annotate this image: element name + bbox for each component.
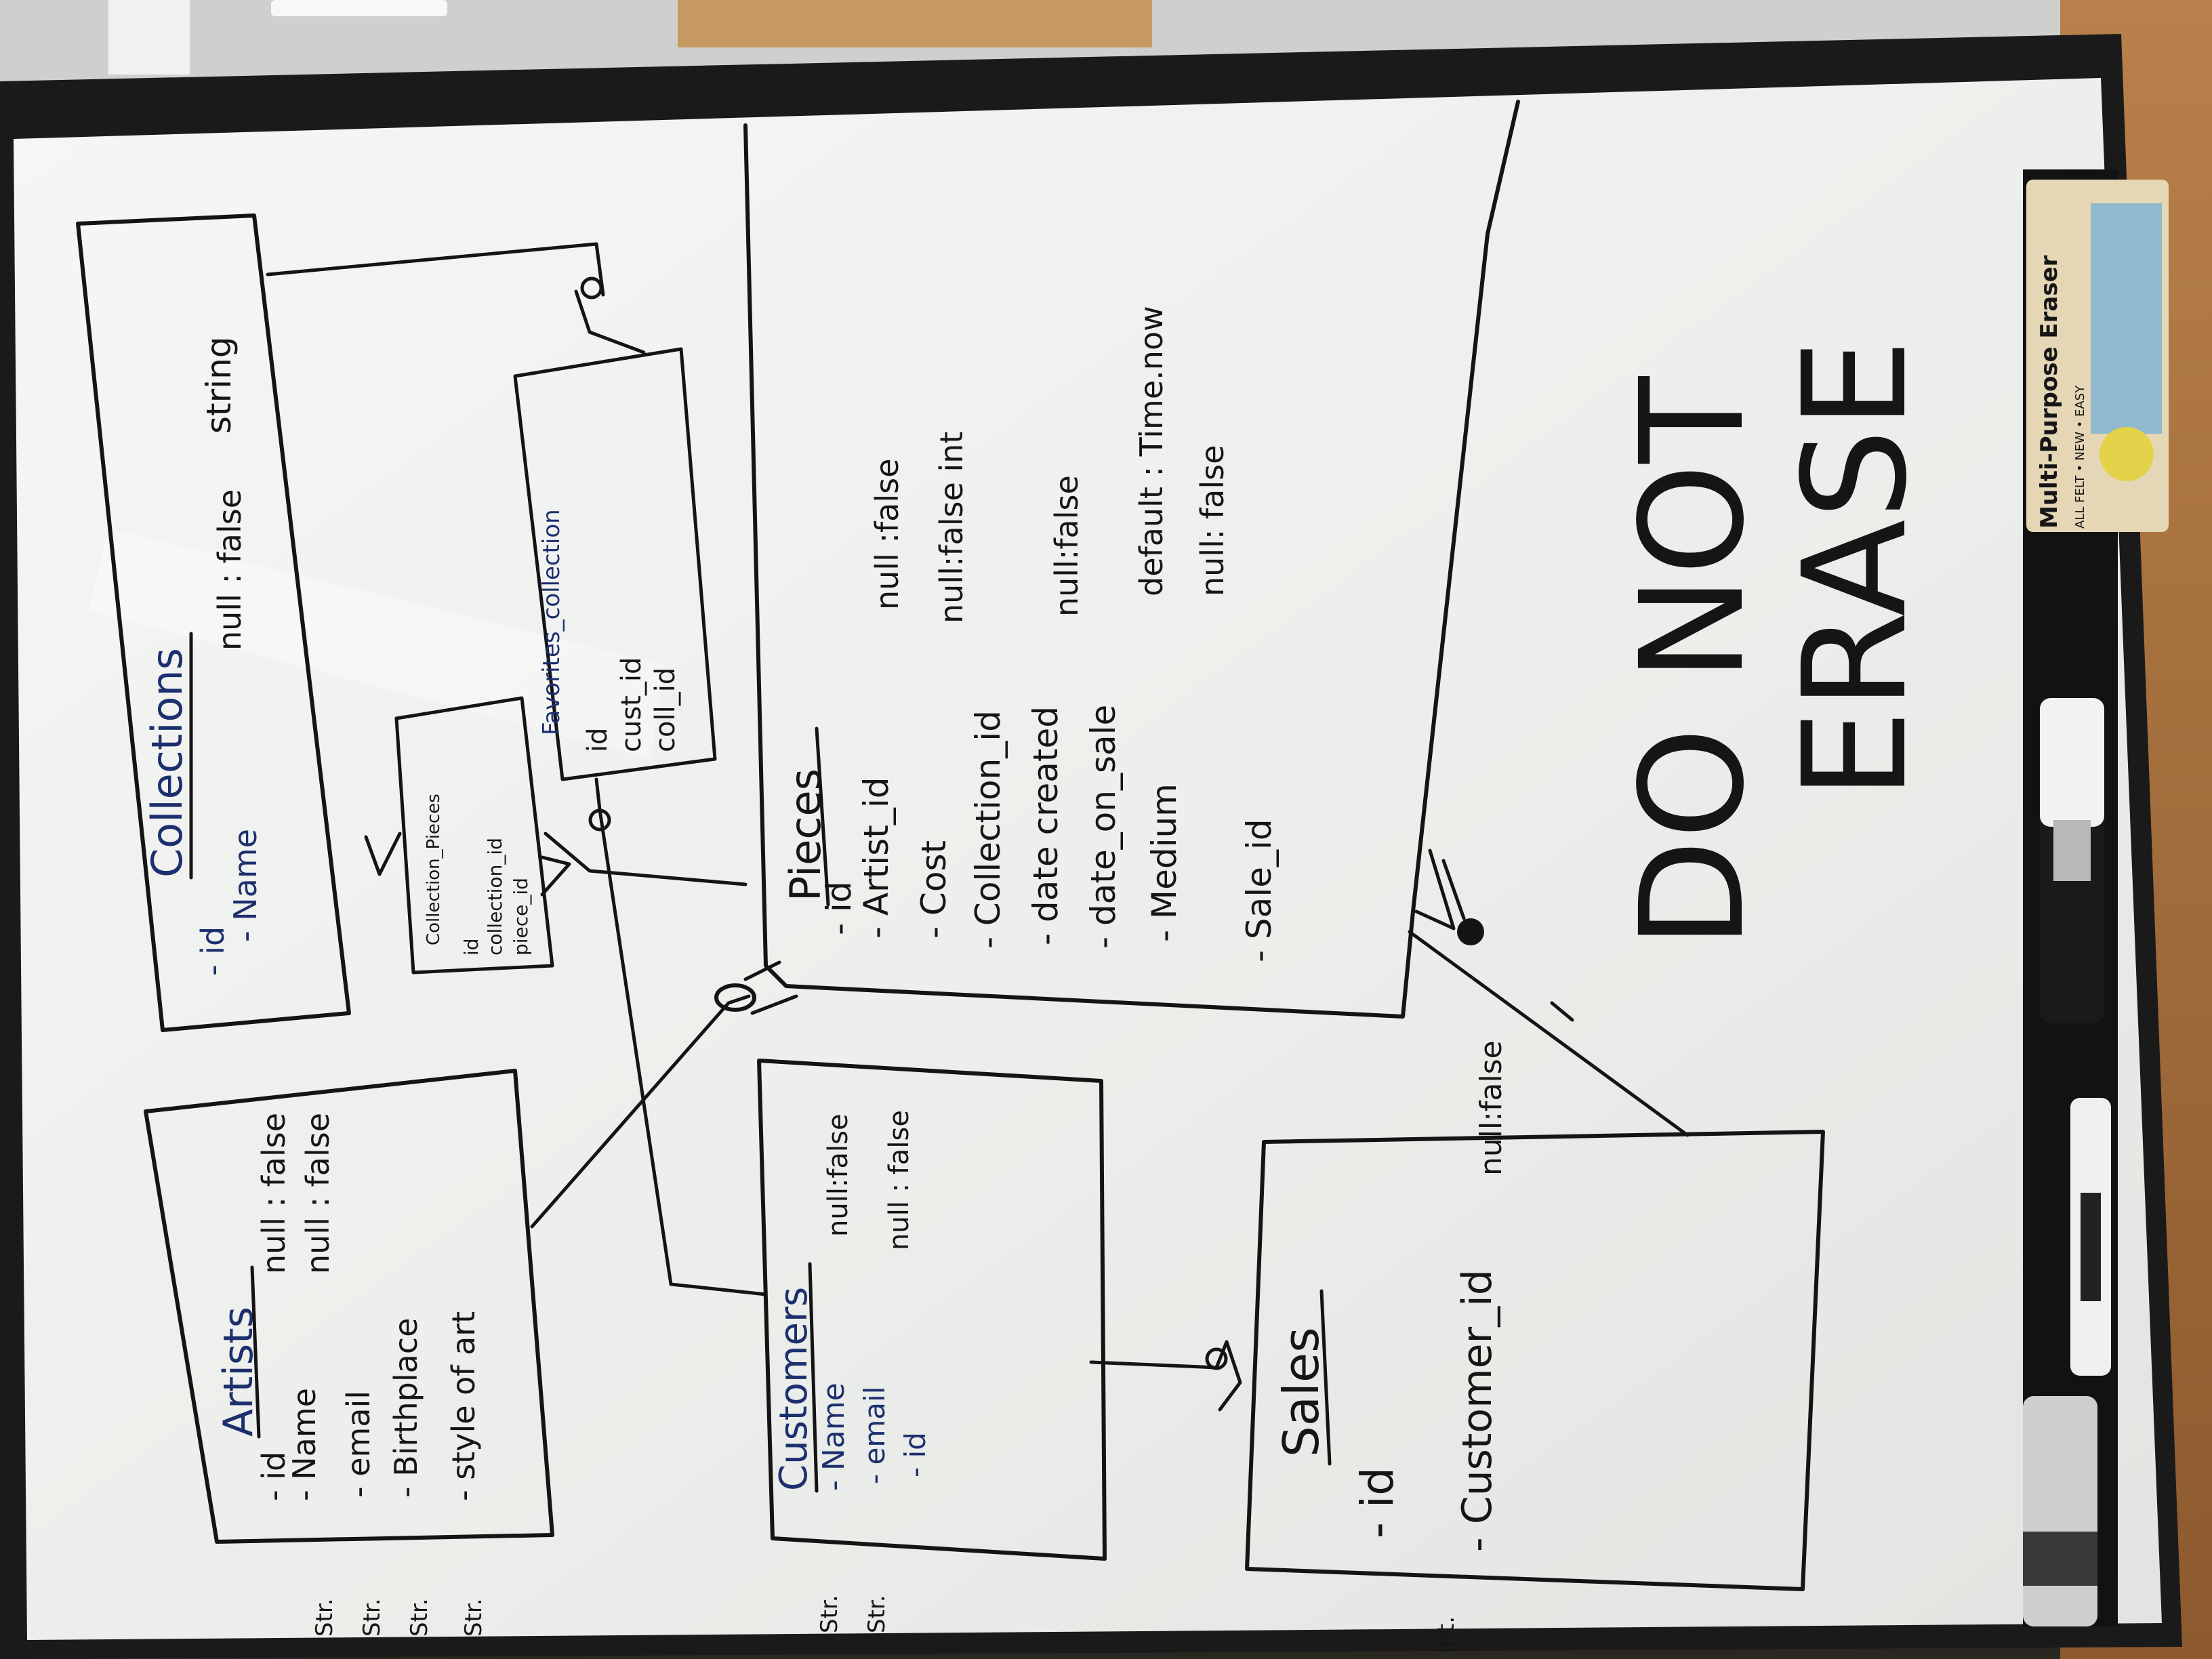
collections-table: Collections - id - Name null : false str… <box>76 213 351 1032</box>
ceiling-light <box>271 0 447 16</box>
customers-table: Customers - Name - email - id null:false… <box>757 1059 1107 1633</box>
artists-attr: - Birthplace <box>388 1318 424 1498</box>
pieces-attr: - date created <box>1026 706 1065 945</box>
sales-type: int. <box>1433 1616 1460 1654</box>
artists-type: Str. <box>460 1598 487 1637</box>
customers-type: Str. <box>863 1595 890 1633</box>
favorites-attr: cust_id <box>616 657 647 752</box>
ceiling-light <box>108 0 190 75</box>
eraser: Multi-Purpose Eraser ALL FELT • NEW • EA… <box>2026 180 2169 532</box>
marker-silver <box>2023 1396 2097 1626</box>
favorites-attr: id <box>582 727 613 752</box>
artists-table: Artists - id - Name - email - Birthplace… <box>144 1069 554 1637</box>
collections-attr: - Name <box>227 829 264 942</box>
pieces-constraint: default : Time.now <box>1133 306 1170 596</box>
customers-constraint: null:false <box>823 1113 854 1237</box>
collections-attr: - id <box>194 926 231 976</box>
pieces-constraint: null:false <box>1048 475 1085 617</box>
collections-constraint: null : false <box>211 489 248 651</box>
sales-attr: - id <box>1351 1467 1404 1538</box>
pieces-constraint: null: false <box>1194 445 1231 596</box>
customers-constraint: null : false <box>884 1110 915 1250</box>
customers-title: Customers <box>772 1287 816 1491</box>
artists-attr: - email <box>340 1391 377 1498</box>
artists-type: Str. <box>406 1598 433 1637</box>
favorites-table: Favorites_collection id cust_id coll_id <box>513 347 717 781</box>
glare <box>88 529 664 759</box>
pieces-attr: - id <box>819 881 859 935</box>
collection-pieces-title: Collection_Pieces <box>424 794 444 945</box>
customers-attr: - Name <box>817 1382 851 1491</box>
customers-attr: - id <box>899 1432 932 1477</box>
collections-title: Collections <box>142 648 192 878</box>
pieces-attr: - Medium <box>1145 783 1184 942</box>
artists-attr: - style of art <box>445 1311 482 1501</box>
favorites-title: Favorites_collection <box>538 509 565 735</box>
marker-white-cap <box>2040 698 2104 1023</box>
sales-title: Sales <box>1273 1327 1330 1457</box>
pieces-constraint: null:false int <box>933 432 970 623</box>
pieces-table: Pieces - id - Artist_id - Cost - Collect… <box>743 100 1520 1019</box>
pieces-constraint: null :false <box>869 459 905 610</box>
eraser-text: ALL FELT • NEW • EASY <box>2073 385 2087 529</box>
customers-type: Str. <box>816 1595 843 1633</box>
sales-attr: - Customer_id <box>1454 1269 1501 1552</box>
artists-attr: - Name <box>286 1388 323 1501</box>
notice-line-1: DO NOT <box>1610 376 1776 949</box>
board-surface <box>14 78 2162 1640</box>
artists-constraint: null : false <box>300 1113 336 1274</box>
collection-pieces-table: Collection_Pieces id collection_id piece… <box>394 696 554 975</box>
sales-table: Sales - id - Customer_id null:false int. <box>1245 1040 1825 1654</box>
crowfoot-dot <box>1457 918 1484 945</box>
pieces-attr: - Collection_id <box>968 710 1008 949</box>
artists-attr: - id <box>255 1452 292 1501</box>
artists-type: Str. <box>311 1598 338 1637</box>
collection-pieces-attr: collection_id <box>484 838 506 956</box>
do-not-erase-notice: DO NOT ERASE <box>1610 339 1938 949</box>
pieces-attr: - date_on_sale <box>1084 705 1123 949</box>
window-wall <box>678 0 1152 47</box>
collection-pieces-attr: piece_id <box>510 878 532 956</box>
relationship-lines <box>266 242 1689 1412</box>
sales-constraint: null:false <box>1474 1040 1509 1176</box>
collections-constraint: string <box>199 336 239 434</box>
customers-attr: - email <box>858 1387 891 1484</box>
eraser-brand: Multi-Purpose Eraser <box>2036 255 2063 529</box>
pieces-attr: - Cost <box>914 840 954 939</box>
artists-constraint: null : false <box>255 1113 292 1274</box>
favorites-attr: coll_id <box>650 668 681 752</box>
pieces-attr: - Sale_id <box>1240 819 1279 962</box>
collection-pieces-attr: id <box>460 938 483 956</box>
notice-line-2: ERASE <box>1772 339 1938 800</box>
artists-type: Str. <box>359 1598 386 1637</box>
pieces-attr: - Artist_id <box>857 777 896 939</box>
marker-black <box>2070 1098 2111 1376</box>
